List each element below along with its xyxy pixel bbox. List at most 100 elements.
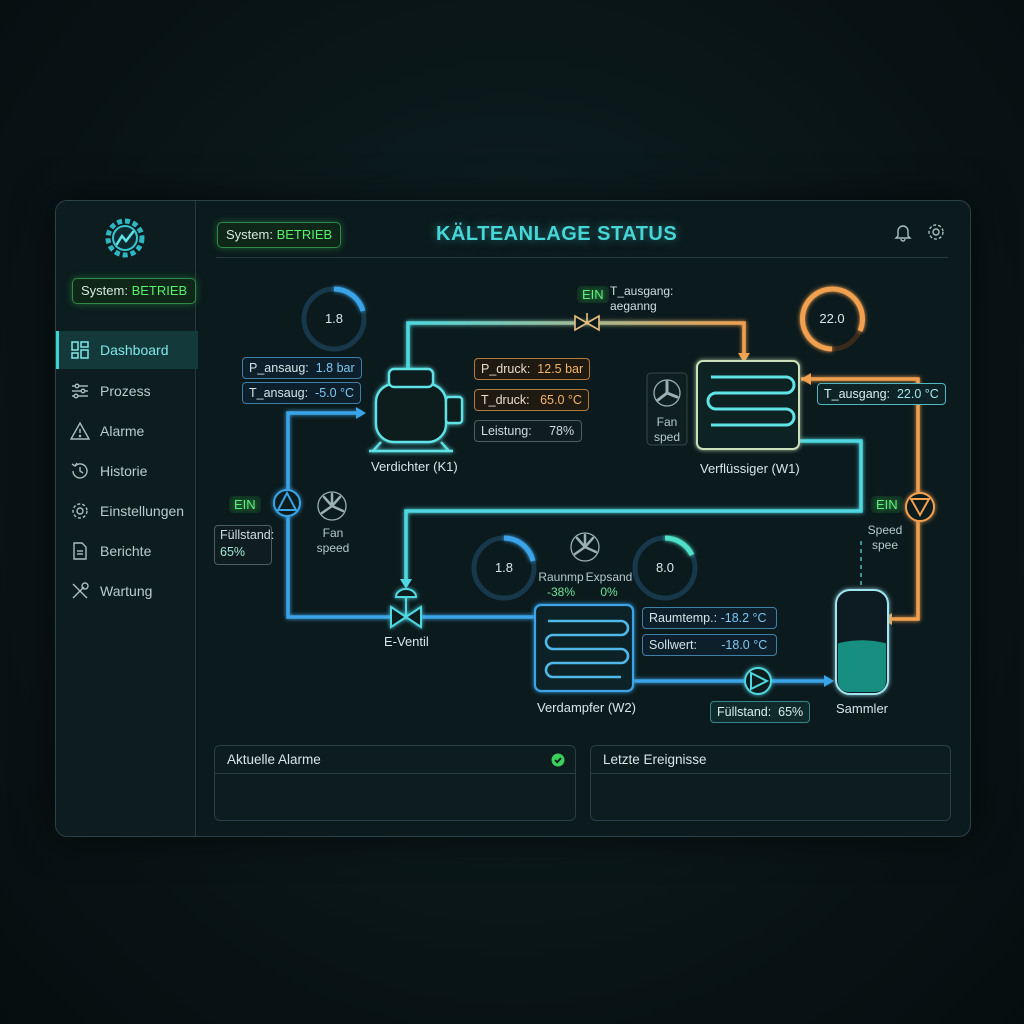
sidebar-item-dashboard[interactable]: Dashboard xyxy=(56,331,198,369)
bottom-pump-icon xyxy=(744,667,772,695)
speed-line2: spee xyxy=(871,538,899,552)
tag-value: 22.0 °C xyxy=(896,387,939,401)
status-value: BETRIEB xyxy=(131,283,188,298)
pipe-liquid xyxy=(404,439,863,581)
arrow-head xyxy=(738,353,750,363)
tag-value: -18.2 °C xyxy=(720,611,767,625)
evaporator-temp-gauge xyxy=(632,535,698,601)
indicator-label: Expsand xyxy=(585,570,633,584)
t-ansaug-tag: T_ansaug: -5.0 °C xyxy=(242,382,362,404)
tag-value: 65% xyxy=(220,545,246,559)
receiver-fill-tag: Füllstand: 65% xyxy=(710,701,811,723)
sidebar: System: BETRIEB Dashboard Prozess Alarme… xyxy=(56,201,198,836)
sidebar-system-status: System: BETRIEB xyxy=(72,278,197,304)
expansion-valve-icon xyxy=(390,588,422,629)
indicator-value: -38% xyxy=(546,585,575,599)
alarms-panel-header: Aktuelle Alarme xyxy=(215,746,575,774)
tag-label: Sollwert: xyxy=(649,638,697,652)
sidebar-item-berichte[interactable]: Berichte xyxy=(56,532,195,570)
left-fan-icon xyxy=(317,491,347,521)
top-valve-label-line1: T_ausgang: xyxy=(610,284,674,298)
arrow-head xyxy=(356,407,366,419)
fan-label-line1: Fan xyxy=(656,415,678,429)
document-icon xyxy=(70,541,90,561)
header-system-status: System: BETRIEB xyxy=(217,222,342,248)
sidebar-item-historie[interactable]: Historie xyxy=(56,452,195,490)
indicator-label: Raunmp xyxy=(538,570,584,584)
evaporator-pressure-gauge xyxy=(471,535,537,601)
fan-label-line2: speed xyxy=(316,541,350,555)
receiver-fill-level xyxy=(838,640,886,692)
tag-label: Füllstand: xyxy=(220,528,275,542)
header-divider xyxy=(216,257,948,258)
sidebar-item-prozess[interactable]: Prozess xyxy=(56,372,195,410)
bell-icon[interactable] xyxy=(893,222,913,242)
right-pump-state: EIN xyxy=(871,496,903,513)
condenser-icon xyxy=(696,360,800,450)
condenser-gauge-value: 22.0 xyxy=(819,311,845,326)
expansion-indicator: Expsand 0% xyxy=(584,570,634,600)
sidebar-item-label: Einstellungen xyxy=(100,503,185,519)
right-pump-speed: Speed spee xyxy=(862,523,908,553)
process-diagram xyxy=(273,286,935,695)
compressor-icon xyxy=(369,367,464,453)
sidebar-item-einstellungen[interactable]: Einstellungen xyxy=(56,492,195,530)
sidebar-item-label: Historie xyxy=(100,463,148,479)
t-druck-tag: T_druck: 65.0 °C xyxy=(474,389,589,411)
receiver-label: Sammler xyxy=(836,701,889,716)
tools-icon xyxy=(70,581,90,601)
suction-pressure-gauge xyxy=(301,286,367,352)
tag-value: 65% xyxy=(778,705,804,719)
condenser-label: Verflüssiger (W1) xyxy=(700,461,800,476)
evaporator-gauge-left-value: 1.8 xyxy=(494,560,514,575)
expansion-valve-label: E-Ventil xyxy=(384,634,429,649)
right-pump-icon xyxy=(905,492,935,522)
app-window: System: BETRIEB Dashboard Prozess Alarme… xyxy=(55,200,971,837)
alarms-panel-title: Aktuelle Alarme xyxy=(227,752,321,767)
status-prefix: System: xyxy=(81,283,128,298)
p-ansaug-tag: P_ansaug: 1.8 bar xyxy=(242,357,362,379)
receiver-tank-icon xyxy=(835,589,889,695)
condenser-fan-icon xyxy=(646,372,688,446)
evaporator-gauge-right-value: 8.0 xyxy=(655,560,675,575)
sidebar-item-label: Berichte xyxy=(100,543,152,559)
warning-icon xyxy=(70,421,90,441)
sidebar-item-label: Prozess xyxy=(100,383,151,399)
sidebar-item-label: Dashboard xyxy=(100,342,169,358)
sidebar-item-label: Wartung xyxy=(100,583,153,599)
settings-icon[interactable] xyxy=(926,222,946,242)
top-valve-label-line2: aeganng xyxy=(610,299,657,313)
tag-value: 1.8 bar xyxy=(315,361,355,375)
sidebar-item-alarme[interactable]: Alarme xyxy=(56,412,195,450)
events-panel-title: Letzte Ereignisse xyxy=(603,752,707,767)
status-prefix: System: xyxy=(226,227,273,242)
tag-label: T_ansaug: xyxy=(249,386,309,400)
t-ausgang-tag: T_ausgang: 22.0 °C xyxy=(817,383,946,405)
logo-icon xyxy=(105,218,145,258)
evaporator-fan-icon xyxy=(570,532,600,562)
p-druck-tag: P_druck: 12.5 bar xyxy=(474,358,591,380)
tag-label: T_druck: xyxy=(481,393,530,407)
sliders-icon xyxy=(70,381,90,401)
events-panel-header: Letzte Ereignisse xyxy=(591,746,950,774)
tag-label: Leistung: xyxy=(481,424,532,438)
tag-label: Raumtemp.: xyxy=(649,611,718,625)
tag-label: P_ansaug: xyxy=(249,361,309,375)
sidebar-item-label: Alarme xyxy=(100,423,145,439)
tag-value: 65.0 °C xyxy=(540,393,582,407)
arrow-head xyxy=(824,675,834,687)
tag-value: -5.0 °C xyxy=(315,386,355,400)
tag-value: 78% xyxy=(549,424,575,438)
left-pump-icon xyxy=(273,489,301,517)
gear-icon xyxy=(70,501,90,521)
top-valve-state: EIN xyxy=(577,286,609,303)
left-pump-state: EIN xyxy=(229,496,261,513)
evaporator-label: Verdampfer (W2) xyxy=(537,700,636,715)
top-valve-label: T_ausgang: aeganng xyxy=(610,284,673,314)
tag-label: P_druck: xyxy=(481,362,531,376)
check-circle-icon xyxy=(551,753,565,767)
tag-label: T_ausgang: xyxy=(824,387,891,401)
sidebar-item-wartung[interactable]: Wartung xyxy=(56,572,195,610)
condenser-temp-gauge xyxy=(799,286,865,352)
arrow-head xyxy=(400,579,412,589)
